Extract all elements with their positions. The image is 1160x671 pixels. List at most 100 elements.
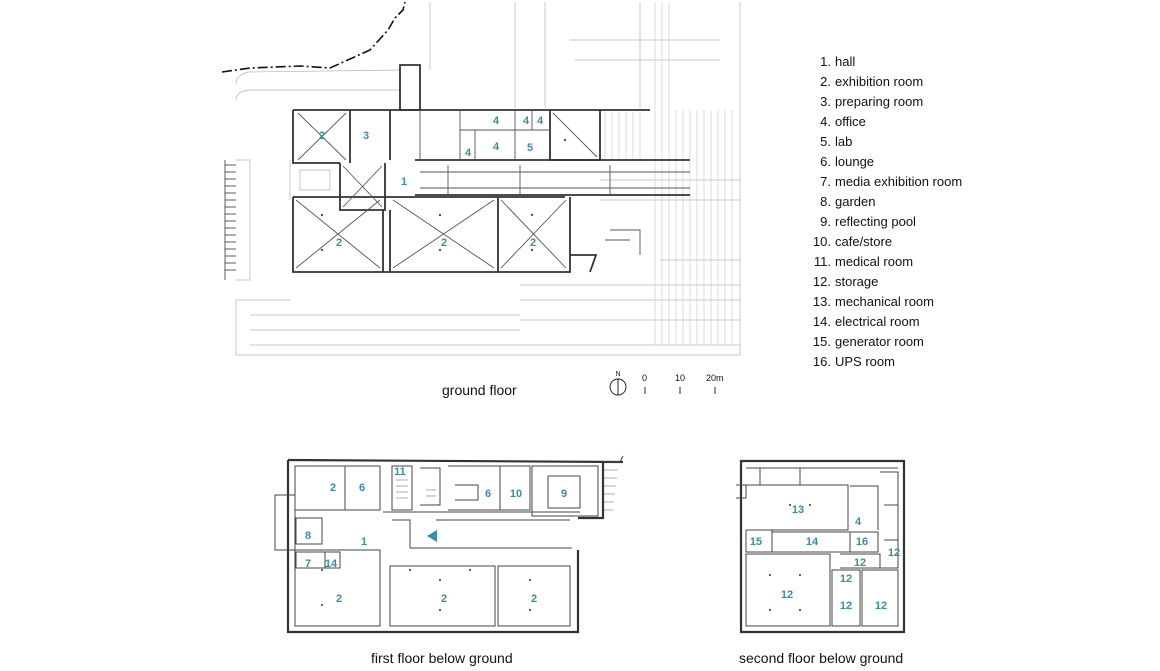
first-below-outer-walls <box>286 458 624 634</box>
room-label: 12 <box>840 573 852 585</box>
legend-number: 6. <box>820 154 831 169</box>
legend-number: 11. <box>813 254 831 269</box>
legend-number: 2. <box>820 74 831 89</box>
room-label: 4 <box>523 115 530 127</box>
room-label: 2 <box>531 593 537 605</box>
ground-walls <box>292 64 690 273</box>
legend-item: 15.generator room <box>809 332 962 352</box>
north-label: N <box>615 371 620 378</box>
site-context-lines <box>235 2 741 356</box>
legend-item: 6. lounge <box>809 152 962 172</box>
legend-label: media exhibition room <box>835 174 963 189</box>
legend-number: 13. <box>812 294 831 309</box>
room-label: 10 <box>510 488 522 500</box>
first-below-room-labels: 2 6 11 6 10 9 8 1 7 14 2 2 2 <box>305 466 567 605</box>
legend-item: 14.electrical room <box>809 312 962 332</box>
room-label: 5 <box>527 142 533 154</box>
room-label: 14 <box>325 558 338 570</box>
legend-item: 10. cafe/store <box>809 232 962 252</box>
legend-label: medical room <box>835 254 914 269</box>
legend-number: 12. <box>812 274 831 289</box>
second-below-inner-walls <box>736 467 899 627</box>
room-label: 12 <box>781 589 793 601</box>
room-label: 2 <box>530 237 536 249</box>
ground-partitions <box>295 110 690 269</box>
room-label: 4 <box>537 115 544 127</box>
scale-label-0: 0 <box>642 373 648 383</box>
legend-label: exhibition room <box>835 74 924 89</box>
room-label: 13 <box>792 504 804 516</box>
legend-item: 12. storage <box>809 272 962 292</box>
legend-label: mechanical room <box>835 294 934 309</box>
room-label: 4 <box>493 141 500 153</box>
room-label: 12 <box>888 547 900 559</box>
first-below-inner-walls <box>274 455 624 627</box>
first-below-stair-hatch <box>396 469 618 511</box>
legend-item: 5. lab <box>809 132 962 152</box>
ground-columns <box>320 138 567 252</box>
room-label: 4 <box>855 516 862 528</box>
room-label: 2 <box>441 593 447 605</box>
legend-label: office <box>835 114 866 129</box>
room-label: 9 <box>561 488 567 500</box>
legend-item: 3.preparing room <box>809 92 962 112</box>
caption-ground-floor: ground floor <box>442 382 517 398</box>
second-below-room-labels: 13 4 15 14 16 12 12 12 12 12 12 <box>750 504 900 612</box>
room-label: 7 <box>305 558 311 570</box>
scale-label-10: 10 <box>675 373 686 383</box>
room-label: 16 <box>856 536 868 548</box>
legend-number: 4. <box>820 114 831 129</box>
legend-label: storage <box>835 274 879 289</box>
legend-item: 13. mechanical room <box>809 292 962 312</box>
room-label: 15 <box>750 536 762 548</box>
property-boundary <box>221 1 406 73</box>
legend-label: UPS room <box>835 354 895 369</box>
legend-label: preparing room <box>835 94 924 109</box>
legend-item: 7. media exhibition room <box>809 172 962 192</box>
north-arrow: N <box>609 371 627 396</box>
room-label: 2 <box>336 237 342 249</box>
legend-item: 1.hall <box>809 52 962 72</box>
legend-label: hall <box>835 54 856 69</box>
legend-item: 2. exhibition room <box>809 72 962 92</box>
legend-number: 10. <box>812 234 831 249</box>
first-below-plan: 2 6 11 6 10 9 8 1 7 14 2 2 2 <box>274 455 624 634</box>
room-label: 11 <box>394 466 406 478</box>
room-label: 1 <box>401 176 407 188</box>
room-label: 1 <box>361 536 367 548</box>
legend-number: 5. <box>820 134 831 149</box>
room-label: 12 <box>875 600 887 612</box>
room-label: 6 <box>485 488 491 500</box>
direction-arrow-icon <box>427 530 437 542</box>
legend-label: garden <box>835 194 876 209</box>
ground-room-labels: 2 3 4 4 4 4 4 5 1 2 2 2 <box>319 115 544 249</box>
legend-item: 9.reflecting pool <box>809 212 962 232</box>
room-label: 6 <box>359 482 365 494</box>
room-label: 12 <box>840 600 852 612</box>
caption-second-floor-below: second floor below ground <box>739 650 904 666</box>
legend-number: 7. <box>820 174 831 189</box>
legend-item: 8. garden <box>809 192 962 212</box>
site-hatching <box>604 2 733 345</box>
room-label: 4 <box>493 115 500 127</box>
legend-number: 9. <box>820 214 831 229</box>
legend-label: cafe/store <box>835 234 893 249</box>
room-label: 2 <box>330 482 336 494</box>
second-below-columns <box>768 503 812 612</box>
first-below-columns <box>320 568 532 612</box>
legend-label: lounge <box>835 154 875 169</box>
room-label: 2 <box>441 237 447 249</box>
caption-first-floor-below: first floor below ground <box>371 650 513 666</box>
legend-number: 16. <box>812 354 831 369</box>
room-label: 2 <box>319 130 325 142</box>
parking-stalls <box>224 160 236 280</box>
second-below-plan: 13 4 15 14 16 12 12 12 12 12 12 <box>736 459 906 634</box>
legend-label: lab <box>835 134 853 149</box>
room-label: 14 <box>806 536 819 548</box>
legend-number: 14. <box>812 314 831 329</box>
legend-number: 8. <box>820 194 831 209</box>
scale-bar <box>644 387 716 394</box>
room-label: 12 <box>854 557 866 569</box>
